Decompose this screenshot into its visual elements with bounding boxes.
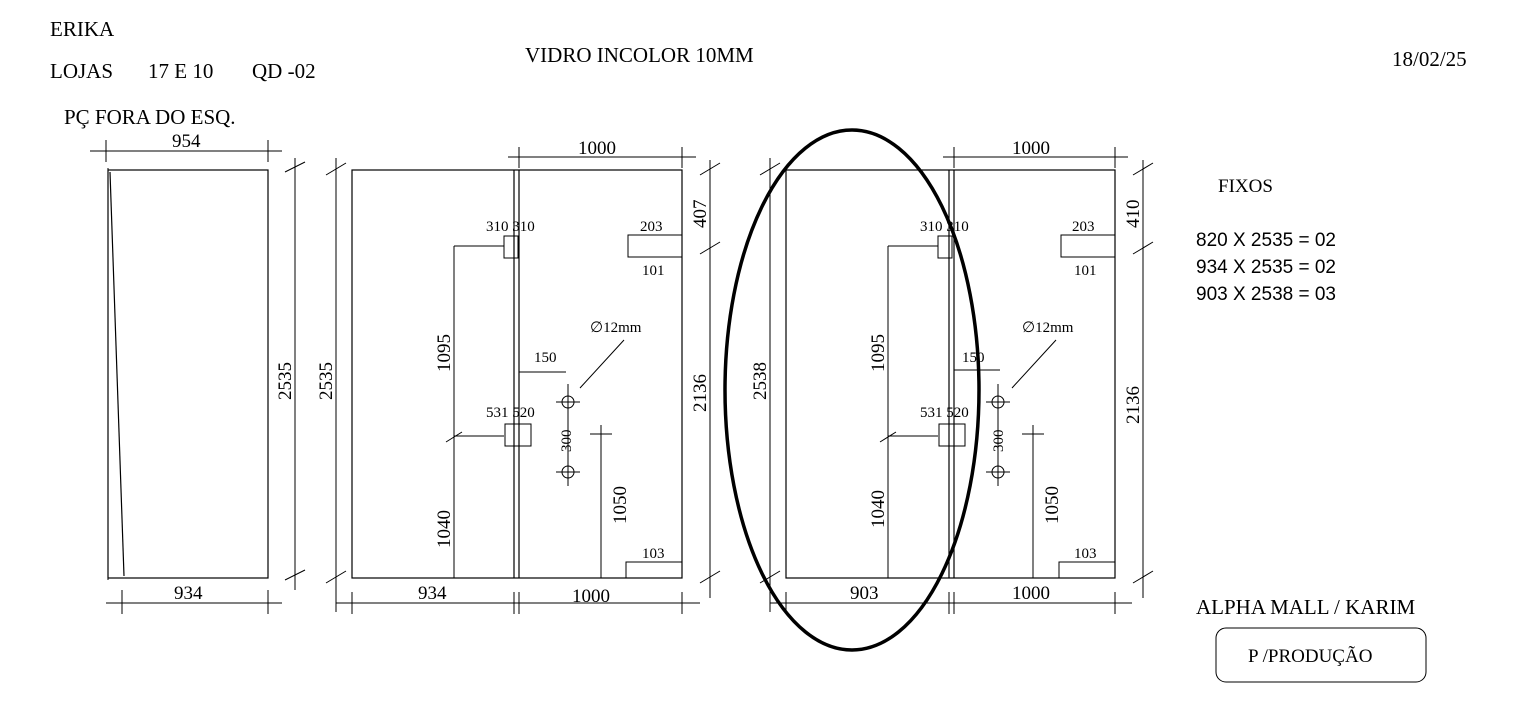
svg-text:203: 203 [640,219,663,235]
panel-3-lower-handle-height: 1050 [1042,486,1063,524]
panel-3-handle-offset: 150 [962,350,985,366]
panel-3-hole-spacing: 300 [991,430,1007,453]
fixos-item-3: 903 X 2538 = 03 [1196,284,1336,305]
svg-text:203: 203 [1072,219,1095,235]
status-stamp: P /PRODUÇÃO [1248,645,1372,667]
fixos-title: FIXOS [1218,176,1273,197]
panel-1-bottom-width: 934 [174,583,203,604]
panel-1-height: 2535 [275,362,296,400]
panel-3-fixed-width: 903 [850,583,879,604]
panel-3-height: 2538 [750,362,771,400]
panel-3-upper-height: 1095 [868,334,889,372]
panel-2-handle-offset: 150 [534,350,557,366]
glass-type: VIDRO INCOLOR 10MM [525,43,754,67]
panel-2-mid-hinge-labels: 531 520 [486,405,535,421]
panel-3-top-right-box [1060,234,1116,258]
panel-2-door-height: 2136 [690,374,711,412]
panel-3-lower-height: 1040 [868,490,889,528]
panel-3-door-height: 2136 [1123,386,1144,424]
project-name: ALPHA MALL / KARIM [1196,595,1415,619]
panel-3-door-width-bottom: 1000 [1012,583,1050,604]
panel-3-hole-diameter: ∅12mm [1022,320,1074,336]
panel-3-outline [785,169,1116,579]
highlight-ellipse [723,128,981,652]
panel-1-top-width: 954 [172,131,201,152]
panel-1-outline [107,169,269,579]
status-stamp-box [1215,627,1427,683]
panel-3: 2538 1000 410 2136 310 310 203 101 1095 … [750,138,1154,614]
svg-text:101: 101 [1074,263,1097,279]
panel-2-height: 2535 [316,362,337,400]
panel-1-skew-line [109,171,125,577]
panel-3-top-offset: 410 [1123,200,1144,229]
stores-numbers: 17 E 10 [148,59,213,83]
panel-2-top-hinge-labels: 310 310 [486,219,535,235]
panel-2: 2535 1000 407 2136 310 310 203 101 1095 … [316,138,721,614]
panel-2-lower-height: 1040 [434,510,455,548]
panel-2-door-width-bottom: 1000 [572,586,610,607]
panel-2-door-width-top: 1000 [578,138,616,159]
panel-2-bottom-box: 103 [642,546,665,562]
panel-2-top-right-box [627,234,683,258]
panel-3-door-width-top: 1000 [1012,138,1050,159]
panel-3-mid-hinge-labels: 531 520 [920,405,969,421]
qd-code: QD -02 [252,59,316,83]
panel-2-hole-diameter: ∅12mm [590,320,642,336]
panel-1: 954 934 2535 [90,131,306,614]
panel-2-upper-height: 1095 [434,334,455,372]
date: 18/02/25 [1392,47,1467,71]
svg-text:101: 101 [642,263,665,279]
panel-2-hole-spacing: 300 [559,430,575,453]
stores-label: LOJAS [50,59,113,83]
fixos-item-2: 934 X 2535 = 02 [1196,257,1336,278]
panel-2-top-offset: 407 [690,200,711,229]
panel-2-lower-handle-height: 1050 [610,486,631,524]
panel-2-fixed-width: 934 [418,583,447,604]
panel-3-bottom-box: 103 [1074,546,1097,562]
fixos-item-1: 820 X 2535 = 02 [1196,230,1336,251]
panel-3-top-hinge-labels: 310 310 [920,219,969,235]
panel-2-outline [351,169,683,579]
client-name: ERIKA [50,17,115,41]
out-of-square-note: PÇ FORA DO ESQ. [64,105,236,129]
